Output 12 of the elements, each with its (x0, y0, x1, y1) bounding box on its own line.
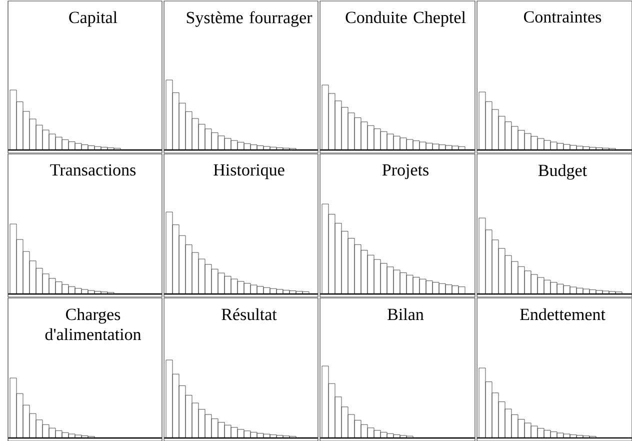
chart-panel: Contraintes (476, 0, 632, 154)
chart-panel: Endettement (476, 298, 632, 441)
chart-panel: Bilan (320, 298, 476, 441)
chart-panel: Résultat (164, 298, 318, 441)
chart-panel: Projets (320, 154, 476, 298)
chart-panel: Système fourrager (164, 0, 318, 154)
chart-panel: Budget (476, 154, 632, 298)
chart-panel: Conduite Cheptel (320, 0, 476, 154)
chart-panel: Charges d'alimentation (8, 298, 162, 441)
chart-panel: Capital (8, 0, 162, 154)
chart-panel: Historique (164, 154, 318, 298)
chart-panel: Transactions (8, 154, 162, 298)
